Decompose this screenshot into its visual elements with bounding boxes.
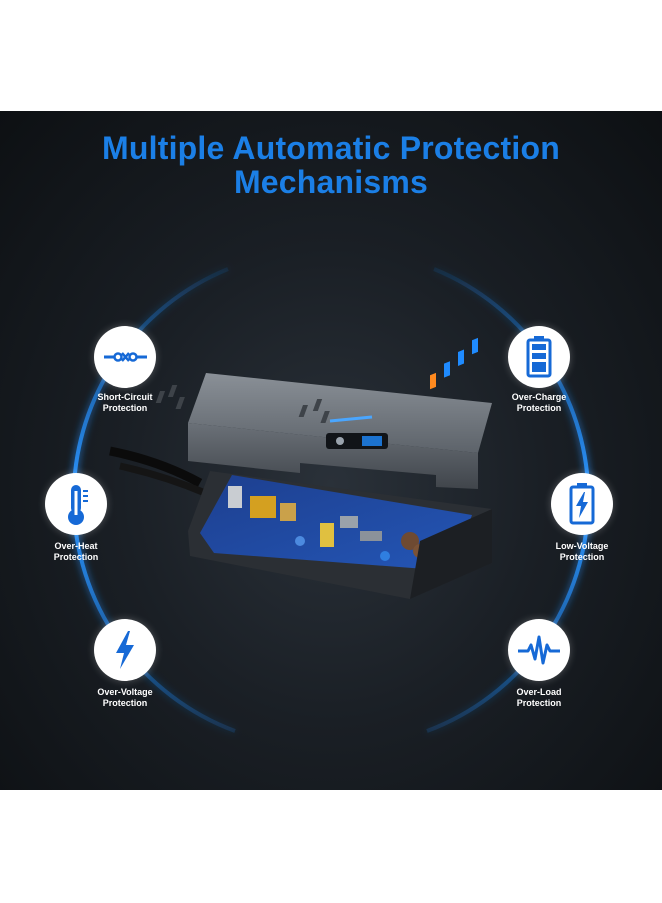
inverter-device-image (109, 337, 492, 599)
over-heat-label-line-1: Over-Heat (54, 541, 98, 551)
over-heat-label-line-2: Protection (53, 552, 99, 562)
over-voltage-badge (94, 619, 156, 681)
over-voltage-label-line-1: Over-Voltage (97, 687, 153, 697)
over-charge-label: Over-Charge Protection (479, 392, 599, 414)
over-voltage-label-line-2: Protection (102, 698, 148, 708)
over-charge-label-line-1: Over-Charge (511, 392, 567, 402)
lightning-bolt-icon (116, 631, 134, 669)
low-voltage-label-line-1: Low-Voltage (555, 541, 609, 551)
over-load-label-line-1: Over-Load (516, 687, 562, 697)
thermometer-icon (68, 485, 88, 525)
headline-line-2: Mechanisms (233, 164, 429, 200)
over-voltage-label: Over-Voltage Protection (65, 687, 185, 709)
waveform-icon (518, 635, 560, 665)
headline-line-1: Multiple Automatic Protection (102, 130, 560, 166)
short-circuit-icon (104, 352, 147, 362)
product-banner: Multiple Automatic Protection Mechanisms (0, 111, 662, 790)
over-heat-label: Over-Heat Protection (16, 541, 136, 563)
low-voltage-label: Low-Voltage Protection (522, 541, 642, 563)
battery-bolt-icon (569, 483, 595, 525)
over-load-label: Over-Load Protection (479, 687, 599, 709)
over-charge-badge (508, 326, 570, 388)
low-voltage-badge (551, 473, 613, 535)
low-voltage-label-line-2: Protection (559, 552, 605, 562)
short-circuit-label: Short-Circuit Protection (65, 392, 185, 414)
over-load-label-line-2: Protection (516, 698, 562, 708)
short-circuit-label-line-2: Protection (102, 403, 148, 413)
over-charge-label-line-2: Protection (516, 403, 562, 413)
over-load-badge (508, 619, 570, 681)
battery-full-icon (526, 336, 552, 378)
short-circuit-badge (94, 326, 156, 388)
headline: Multiple Automatic Protection Mechanisms (0, 131, 662, 199)
over-heat-badge (45, 473, 107, 535)
short-circuit-label-line-1: Short-Circuit (97, 392, 153, 402)
